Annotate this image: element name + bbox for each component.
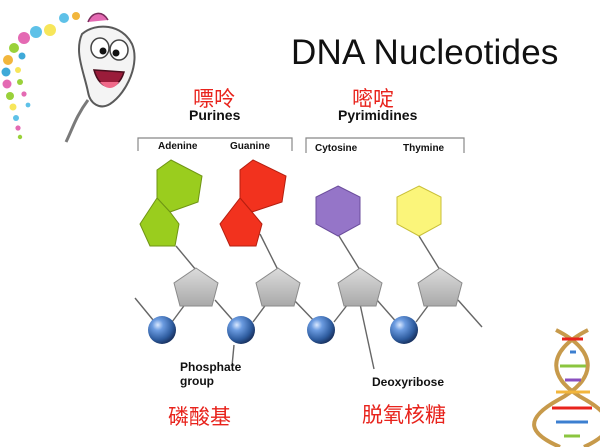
pyrimidines-label: Pyrimidines [338,107,418,123]
purines-label: Purines [189,107,241,123]
phosphate-4 [390,316,418,344]
dna-helix-icon [532,328,600,447]
purines-chinese-label: 嘌呤 [193,87,235,111]
sugar-pentagons [173,267,463,307]
phosphate-3 [307,316,335,344]
sugar-adenine [173,267,219,307]
thymine-label: Thymine [403,143,445,154]
base-sugar-links [175,233,441,271]
purines-bracket [137,137,293,151]
phosphate-label-line1: Phosphate [180,360,242,374]
pyrimidines-chinese-label: 嘧啶 [352,87,394,111]
sugar-guanine [255,267,301,307]
mascot-face [64,12,136,143]
cytosine-label: Cytosine [315,143,358,154]
adenine-label: Adenine [158,141,198,152]
phosphate-spheres [148,316,418,344]
guanine-label: Guanine [230,141,271,152]
phosphate-1 [148,316,176,344]
cartoon-dna-mascot-icon [1,12,136,143]
sugar-cytosine [337,267,383,307]
cytosine-base [315,185,361,237]
thymine-base [396,185,442,237]
phosphate-group-label: Phosphate group [180,360,241,388]
sugar-thymine [417,267,463,307]
decorative-dots [1,12,80,140]
phosphate-chinese-label: 磷酸基 [168,405,231,429]
pyrimidines-bracket [305,137,465,153]
deoxyribose-chinese-label: 脱氧核糖 [362,403,446,427]
guanine-base [219,159,287,247]
phosphate-2 [227,316,255,344]
phosphate-label-line2: group [180,374,214,388]
slide-title: DNA Nucleotides [291,33,559,72]
adenine-base [139,159,203,247]
deoxyribose-label: Deoxyribose [372,375,445,389]
